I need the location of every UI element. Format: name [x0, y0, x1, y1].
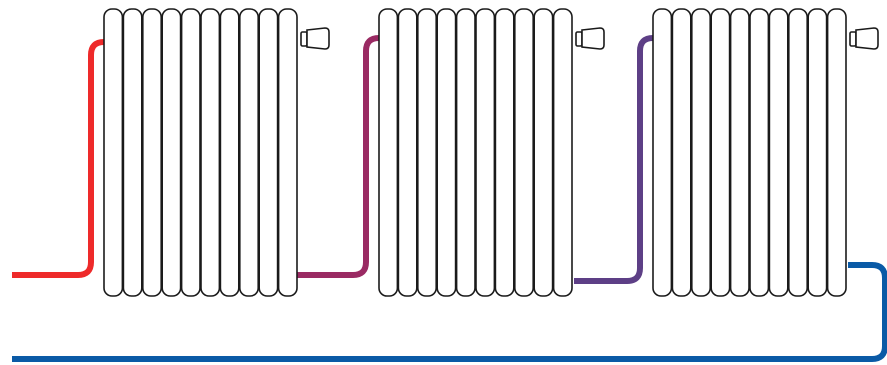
- radiator-fin: [710, 8, 731, 297]
- radiator-fin: [533, 8, 554, 297]
- radiators-layer: [103, 8, 879, 297]
- radiator-fin: [436, 8, 457, 297]
- radiator-fin: [455, 8, 476, 297]
- connector-pipe-1-2: [296, 35, 383, 278]
- radiator-fin: [416, 8, 437, 297]
- return-pipe: [12, 262, 887, 362]
- supply-pipe: [12, 39, 108, 278]
- radiator-fin: [513, 8, 534, 297]
- radiator-fin: [258, 8, 279, 297]
- radiator-fin: [161, 8, 182, 297]
- radiator-fin: [122, 8, 143, 297]
- radiator-fin: [729, 8, 750, 297]
- radiator-3: [652, 8, 879, 297]
- radiator-fin: [103, 8, 124, 297]
- radiator-fin: [749, 8, 770, 297]
- radiator-fin: [690, 8, 711, 297]
- radiator-fin: [652, 8, 673, 297]
- thermostatic-valve-icon: [575, 27, 605, 50]
- radiator-fin: [200, 8, 221, 297]
- radiator-fin: [475, 8, 496, 297]
- radiator-fin: [787, 8, 808, 297]
- radiator-1: [103, 8, 330, 297]
- thermostatic-valve-icon: [300, 27, 330, 50]
- radiator-fin: [277, 8, 298, 297]
- radiator-fin: [768, 8, 789, 297]
- radiator-2: [378, 8, 605, 297]
- radiator-fin: [807, 8, 828, 297]
- radiator-fin: [826, 8, 847, 297]
- radiator-fin: [142, 8, 163, 297]
- radiator-fin: [397, 8, 418, 297]
- radiator-fin: [180, 8, 201, 297]
- radiator-fin: [671, 8, 692, 297]
- radiator-fin: [239, 8, 260, 297]
- thermostatic-valve-icon: [849, 27, 879, 50]
- radiator-fin: [219, 8, 240, 297]
- radiator-fin: [552, 8, 573, 297]
- pipes-layer: [12, 35, 887, 362]
- radiator-fin: [494, 8, 515, 297]
- connector-pipe-2-3: [574, 35, 657, 284]
- radiator-fin: [378, 8, 399, 297]
